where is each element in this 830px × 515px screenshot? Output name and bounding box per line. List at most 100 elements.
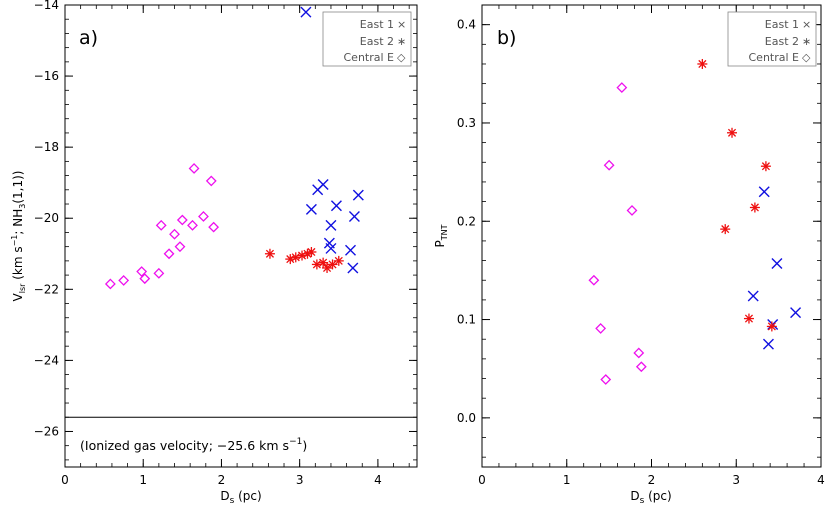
- data-point-star: [327, 259, 338, 270]
- data-point-x: [352, 189, 364, 201]
- panel-a-frame: [64, 4, 418, 468]
- legend-b-east1-label: East 1: [765, 18, 799, 31]
- panel-a-label: a): [79, 27, 98, 49]
- legend-a-east2-symbol: ∗: [397, 35, 406, 48]
- legend-b-central-symbol: ◇: [802, 51, 811, 64]
- legend-a-east2-label: East 2: [360, 35, 394, 48]
- data-point-diamond: [174, 241, 186, 253]
- data-point-diamond: [118, 275, 130, 286]
- data-point-diamond: [139, 273, 151, 285]
- data-point-diamond: [616, 82, 628, 93]
- y-tick-label: −26: [34, 424, 59, 438]
- x-tick-label: 1: [563, 473, 571, 487]
- data-point-diamond: [198, 211, 209, 222]
- data-point-diamond: [635, 361, 647, 373]
- data-point-diamond: [104, 278, 116, 290]
- panel-a-x-tick-labels: 0 1 2 3 4: [61, 473, 382, 487]
- panel-a-legend: East 1 × East 2 ∗ Central E ◇: [322, 11, 412, 67]
- data-point-diamond: [176, 214, 188, 226]
- legend-a-east1-label: East 1: [360, 18, 394, 31]
- data-point-star: [311, 259, 322, 270]
- data-point-diamond: [136, 266, 148, 277]
- panel-b-legend-box: [727, 11, 817, 67]
- panel-a-points: [104, 6, 364, 290]
- legend-b-east1-symbol: ×: [802, 18, 811, 31]
- legend-b-east2-symbol: ∗: [802, 35, 811, 48]
- panel-a-y-tick-labels: −26−24−22−20−18−16−14: [34, 0, 59, 438]
- data-point-x: [345, 244, 357, 256]
- panel-b-label: b): [497, 27, 516, 49]
- data-point-x: [300, 6, 312, 18]
- data-point-diamond: [208, 221, 220, 233]
- data-point-diamond: [595, 322, 607, 334]
- panel-b-x-label: Ds (pc): [630, 489, 671, 506]
- data-point-star: [264, 248, 275, 259]
- data-point-star: [697, 58, 708, 69]
- y-tick-label: 0.3: [457, 116, 476, 130]
- x-tick-label: 2: [648, 473, 656, 487]
- y-tick-label: 0.1: [457, 313, 476, 327]
- panel-a-ticks: [64, 4, 417, 467]
- panel-a-y-label: Vlsr (km s−1; NH3(1,1)): [10, 171, 27, 302]
- data-point-diamond: [588, 274, 600, 286]
- data-point-x: [747, 290, 759, 302]
- data-point-diamond: [169, 228, 180, 240]
- panel-a-legend-box: [322, 11, 412, 67]
- data-point-diamond: [188, 163, 200, 174]
- data-point-x: [348, 210, 360, 222]
- data-point-x: [347, 262, 359, 274]
- data-point-diamond: [153, 267, 165, 279]
- data-point-star: [766, 321, 777, 332]
- data-point-x: [317, 178, 329, 190]
- y-tick-label: −14: [34, 0, 59, 12]
- y-tick-label: 0.2: [457, 214, 476, 228]
- panel-b-frame: [481, 4, 822, 468]
- data-point-diamond: [603, 159, 615, 171]
- y-tick-label: −20: [34, 211, 59, 225]
- data-point-x: [305, 203, 317, 215]
- data-point-x: [762, 338, 774, 350]
- data-point-diamond: [626, 205, 638, 216]
- y-tick-label: −22: [34, 282, 59, 296]
- data-point-star: [306, 246, 317, 257]
- data-point-star: [760, 161, 771, 172]
- data-point-x: [767, 318, 779, 330]
- x-tick-label: 0: [61, 473, 69, 487]
- data-point-x: [330, 200, 342, 212]
- panel-b-y-tick-labels: 0.0 0.1 0.2 0.3 0.4: [457, 18, 476, 425]
- data-point-star: [749, 202, 760, 213]
- y-tick-label: −18: [34, 140, 59, 154]
- panel-b-ticks: [481, 4, 822, 467]
- panel-b-y-label: PTNT: [433, 224, 449, 247]
- data-point-star: [322, 262, 333, 273]
- data-point-star: [318, 257, 329, 268]
- panel-b-legend: East 1 × East 2 ∗ Central E ◇: [727, 11, 817, 67]
- x-tick-label: 2: [218, 473, 226, 487]
- data-point-diamond: [600, 374, 612, 385]
- data-point-star: [727, 127, 738, 138]
- x-tick-label: 1: [139, 473, 147, 487]
- data-point-star: [743, 313, 754, 324]
- y-tick-label: 0.0: [457, 411, 476, 425]
- data-point-x: [325, 242, 337, 254]
- y-tick-label: 0.4: [457, 18, 476, 32]
- x-tick-label: 4: [374, 473, 382, 487]
- y-tick-label: −24: [34, 353, 59, 367]
- data-point-diamond: [633, 347, 645, 359]
- legend-a-east1-symbol: ×: [397, 18, 406, 31]
- x-tick-label: 3: [296, 473, 304, 487]
- legend-b-east2-label: East 2: [765, 35, 799, 48]
- ionized-gas-annotation: (Ionized gas velocity; −25.6 km s−1): [80, 437, 307, 453]
- data-point-x: [790, 307, 802, 319]
- data-point-diamond: [187, 219, 198, 231]
- legend-a-central-label: Central E: [344, 51, 395, 64]
- data-point-diamond: [163, 248, 175, 260]
- x-tick-label: 4: [817, 473, 825, 487]
- panel-b-points: [588, 58, 802, 385]
- panel-a-x-label: Ds (pc): [220, 489, 261, 506]
- x-tick-label: 3: [732, 473, 740, 487]
